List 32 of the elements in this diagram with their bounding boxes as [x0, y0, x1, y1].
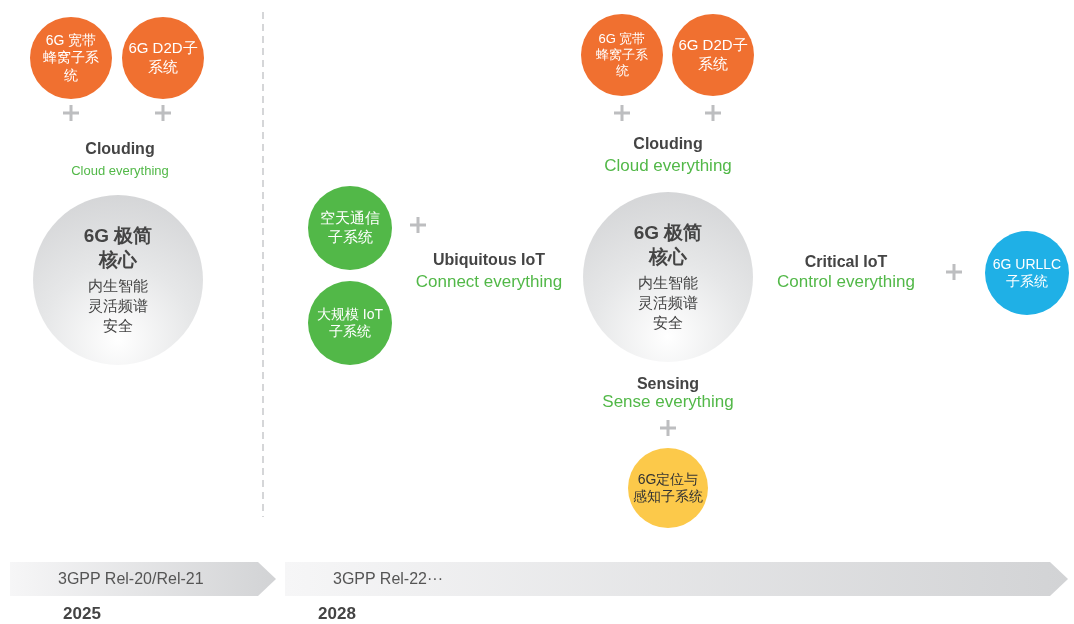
core-title: 6G 极简核心 — [632, 221, 704, 269]
subsystem-name: 6G D2D子系统 — [678, 36, 748, 74]
subsystem-name: 6G D2D子系统 — [128, 39, 198, 77]
category-title: Ubiquitous IoT — [433, 251, 545, 269]
category-title: Sensing — [636, 375, 700, 393]
release-text: 3GPP Rel-22··· — [333, 570, 443, 588]
category-subtitle: Connect everything — [415, 272, 563, 292]
subsystem-name: 6G 宽带蜂窝子系统 — [42, 31, 100, 85]
core-feature: 安全 — [653, 313, 683, 333]
core-feature: 安全 — [103, 316, 133, 336]
subsystem-name: 大规模 IoT子系统 — [315, 305, 385, 341]
year-label: 2025 — [63, 604, 101, 624]
core-feature: 灵活频谱 — [638, 293, 698, 313]
core-title: 6G 极简核心 — [82, 224, 154, 272]
category-subtitle: Cloud everything — [71, 162, 169, 178]
category-subtitle: Sense everything — [602, 392, 734, 412]
subsystem-name: 空天通信子系统 — [319, 209, 381, 247]
core-feature: 灵活频谱 — [88, 296, 148, 316]
category-title: Clouding — [85, 140, 155, 158]
subsystem-name: 6G URLLC子系统 — [991, 255, 1063, 291]
release-arrow-band — [10, 562, 276, 596]
subsystem-name: 6G 宽带蜂窝子系统 — [595, 30, 649, 80]
category-title: Clouding — [633, 135, 703, 153]
subsystem-name: 6G定位与感知子系统 — [632, 470, 704, 506]
category-title: Critical IoT — [804, 253, 888, 271]
release-text: 3GPP Rel-20/Rel-21 — [58, 570, 204, 588]
release-arrow-band — [285, 562, 1068, 596]
category-subtitle: Cloud everything — [604, 156, 732, 176]
year-label: 2028 — [318, 604, 356, 624]
category-subtitle: Control everything — [777, 272, 915, 292]
core-feature: 内生智能 — [638, 273, 698, 293]
core-feature: 内生智能 — [88, 276, 148, 296]
